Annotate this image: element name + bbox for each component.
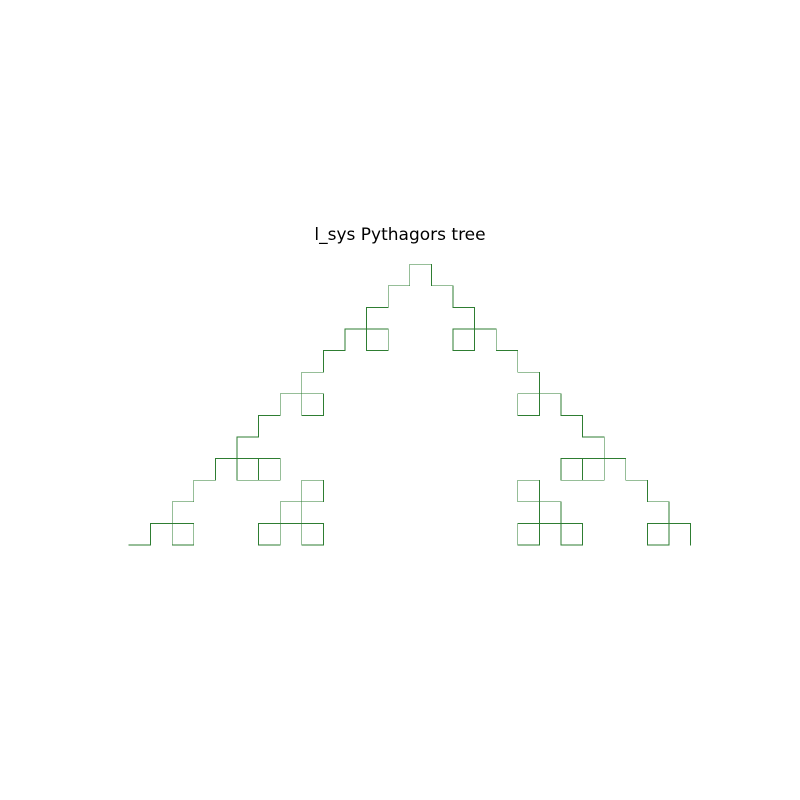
tree-square-loop [258,458,281,481]
tree-square-loop [517,479,540,503]
tree-square-loop [647,523,670,546]
tree-square-loop [301,393,324,416]
tree-path-group [128,263,691,546]
tree-square-loop [301,479,324,503]
tree-square-loop [582,458,605,481]
tree-square-loop [560,458,583,481]
tree-square-loop [517,523,540,546]
tree-square-loop [366,328,389,352]
tree-square-loop [236,458,260,481]
tree-main-outline [128,263,691,546]
tree-square-loop [258,523,281,546]
tree-square-loop [279,501,303,524]
tree-square-loop [560,523,583,546]
tree-square-loop [452,328,476,352]
tree-square-loop [539,501,562,524]
tree-square-loop [171,523,195,546]
tree-square-loop [517,393,540,416]
figure-title: l_sys Pythagors tree [314,225,486,245]
tree-square-loop [301,523,324,546]
